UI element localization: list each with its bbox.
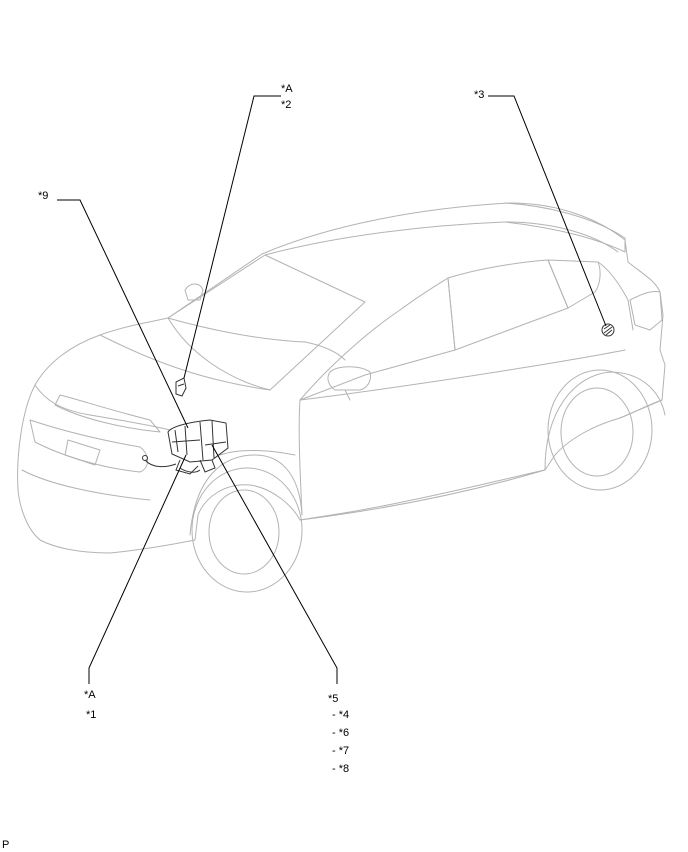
roof-line	[264, 221, 619, 256]
corner-label: P	[2, 839, 9, 851]
label-top-a: *A	[281, 83, 293, 95]
rear-pillar	[597, 261, 634, 331]
front-fender	[219, 449, 296, 456]
leader-lines	[57, 95, 607, 684]
side-window-front	[299, 277, 456, 401]
callout-labels: *A *2 *3 *9 *A *1 *5 - *4 - *6 - *7 - *8…	[2, 83, 484, 851]
spoiler	[504, 202, 626, 253]
hood-crease	[99, 334, 271, 391]
front-tire	[191, 467, 303, 593]
label-sub-8: - *8	[332, 763, 349, 775]
sensor-component	[175, 377, 187, 397]
leader-9	[57, 199, 189, 429]
rear-rim	[560, 387, 634, 477]
side-window-rear	[447, 259, 569, 351]
front-rim	[208, 489, 280, 575]
taillight	[629, 291, 663, 331]
front-fascia	[34, 384, 171, 431]
door-line-front	[298, 399, 303, 516]
components	[142, 323, 615, 475]
vehicle-outline	[17, 202, 666, 593]
leader-a1	[88, 454, 187, 684]
windshield	[167, 254, 366, 391]
quarter-window	[547, 259, 601, 309]
leader-3	[488, 95, 607, 327]
leader-a2	[183, 95, 281, 379]
lower-intake	[21, 469, 151, 501]
label-top-2: *2	[281, 99, 291, 111]
label-sub-7: - *7	[332, 745, 349, 757]
belt-line	[299, 349, 626, 401]
rear-component	[601, 323, 615, 337]
front-wheel-arch	[189, 454, 303, 536]
label-bottom-1: *1	[86, 709, 96, 721]
label-sub-4: - *4	[332, 709, 349, 721]
mirror-left	[184, 283, 204, 301]
rear-tire	[547, 369, 653, 491]
label-bottom-a: *A	[84, 689, 96, 701]
actuator-assembly	[142, 419, 229, 475]
mirror-arm	[344, 389, 351, 401]
rear-wheel-arch	[544, 371, 666, 471]
leader-5	[211, 444, 338, 684]
headlight	[54, 394, 161, 433]
label-sub-6: - *6	[332, 727, 349, 739]
rear-bumper	[619, 399, 663, 419]
side-mirror	[327, 366, 371, 391]
rocker-line	[299, 469, 546, 521]
label-left-9: *9	[38, 190, 48, 202]
label-bottom-5: *5	[328, 693, 338, 705]
hood-line	[167, 317, 346, 361]
fog-lamp	[64, 439, 101, 466]
body-outline	[17, 202, 666, 554]
label-top-3: *3	[474, 89, 484, 101]
